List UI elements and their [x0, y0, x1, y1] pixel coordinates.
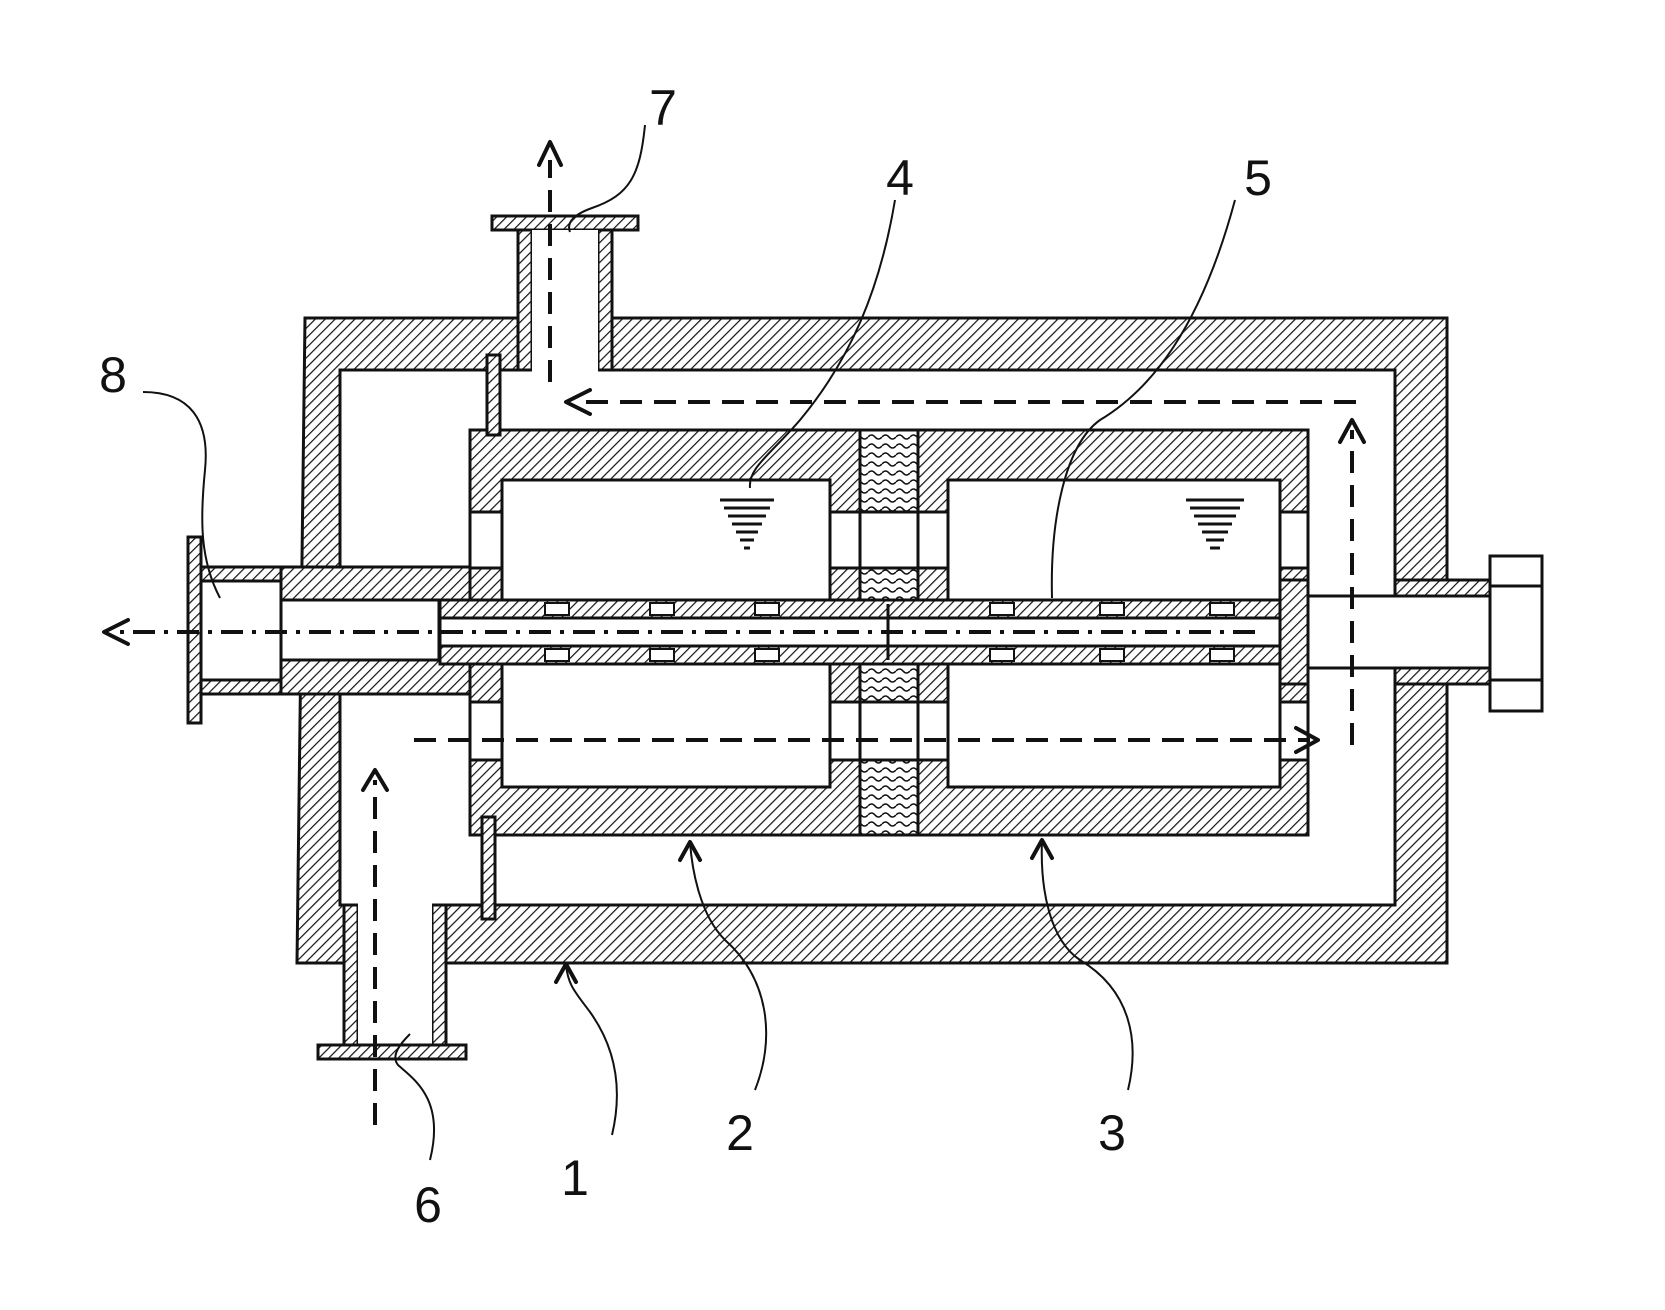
riser-flow-arrow [1340, 420, 1364, 745]
ref-number-7: 7 [649, 80, 677, 136]
ref-number-6: 6 [414, 1177, 442, 1233]
ref-number-2: 2 [726, 1105, 754, 1161]
ref-number-1: 1 [561, 1150, 589, 1206]
ref-number-5: 5 [1244, 150, 1272, 206]
ref-number-8: 8 [99, 347, 127, 403]
ref-number-3: 3 [1098, 1105, 1126, 1161]
ref-number-4: 4 [886, 150, 914, 206]
return-flow-arrow [566, 390, 1356, 414]
